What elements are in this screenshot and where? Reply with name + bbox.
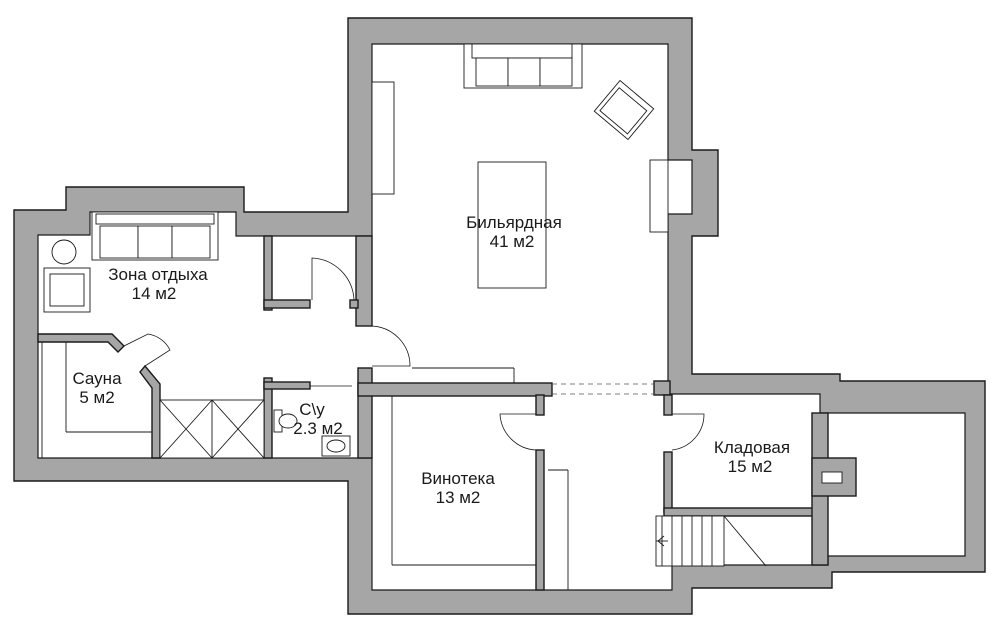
door-billiard-west [371, 325, 411, 367]
side-table [51, 239, 77, 265]
wall-sauna [37, 333, 125, 353]
room-billiard-area: 41 м2 [490, 232, 535, 251]
room-lounge-name: Зона отдыха [108, 265, 208, 284]
room-wine-area: 13 м2 [436, 488, 481, 507]
wall-wc-left [263, 377, 273, 459]
door-wine [499, 413, 537, 451]
wall-west-lower [357, 367, 373, 459]
room-wc-name: С\у [299, 400, 325, 419]
toilet [273, 409, 298, 433]
sofa-billiard [463, 43, 583, 89]
room-storage-name: Кладовая [714, 438, 790, 457]
staircase [655, 515, 767, 567]
wall-mid-left [357, 382, 553, 397]
billiard-table [477, 161, 547, 289]
chimney [811, 457, 857, 497]
room-lounge-area: 14 м2 [132, 284, 177, 303]
cabinet-west [371, 81, 395, 195]
sofa-lounge [91, 211, 219, 261]
door-sauna [123, 333, 171, 367]
room-billiard-name: Бильярдная [466, 213, 562, 232]
armchair-billiard [593, 79, 655, 141]
door-storage [671, 413, 705, 451]
room-sauna-name: Сауна [72, 369, 122, 388]
sink [321, 435, 351, 457]
wall-closet-left [263, 235, 273, 311]
wall-storage-bottom [663, 507, 821, 517]
armchair-lounge [43, 267, 91, 313]
wall-closet-bottom [263, 299, 311, 309]
wall-west-upper [355, 235, 373, 327]
room-wc-area: 2.3 м2 [293, 419, 343, 438]
wall-mid-right [653, 380, 671, 396]
room-sauna-area: 5 м2 [79, 388, 114, 407]
wall-wine-right [535, 394, 545, 416]
door-closet [311, 257, 355, 301]
fireplace-insert [649, 159, 669, 233]
room-wine-name: Винотека [421, 469, 495, 488]
wall-storage-left [663, 394, 673, 416]
room-storage-area: 15 м2 [728, 457, 773, 476]
